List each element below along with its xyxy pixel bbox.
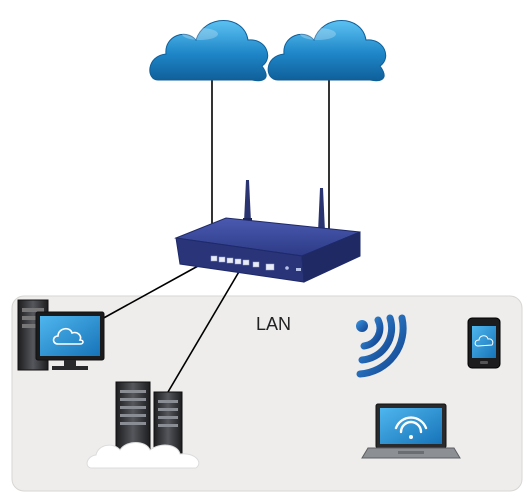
lan-link-server [167, 269, 241, 393]
smartphone-icon [467, 317, 501, 369]
antenna-icon [317, 188, 326, 234]
antenna-icon [243, 180, 252, 224]
cloud-icon [149, 20, 269, 82]
laptop-icon [361, 403, 461, 459]
desktop-computer-icon [17, 299, 105, 371]
wifi-icon [356, 314, 407, 378]
lan-label: LAN [256, 314, 292, 334]
cloud-icon [267, 20, 387, 82]
router-icon [174, 180, 361, 283]
server-icon [86, 381, 200, 469]
lan-link-desktop [99, 265, 199, 321]
